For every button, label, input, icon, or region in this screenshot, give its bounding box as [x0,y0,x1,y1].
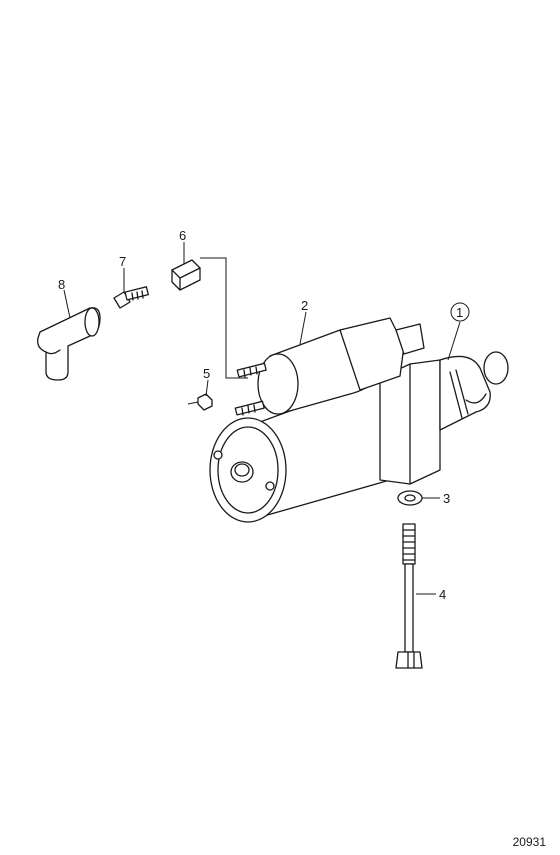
callout-8: 8 [58,277,65,292]
callout-2: 2 [301,298,308,313]
figure-number: 20931 [512,835,546,849]
part-5-nut [187,393,213,411]
part-8-cable-boot [37,307,101,381]
part-7-screw [113,286,149,309]
part-4-bolt [395,523,423,669]
part-6-nut [171,259,201,291]
callout-6: 6 [179,228,186,243]
part-2-solenoid [234,317,425,416]
callout-leaders [63,242,461,595]
callout-1-circle [450,302,470,322]
part-1-starter-motor [209,351,509,523]
part-3-washer [397,490,423,506]
leader-6-bracket [200,257,248,379]
callout-5: 5 [203,366,210,381]
callout-3: 3 [443,491,450,506]
callout-4: 4 [439,587,446,602]
callout-1: 1 [456,305,463,320]
callout-7: 7 [119,254,126,269]
